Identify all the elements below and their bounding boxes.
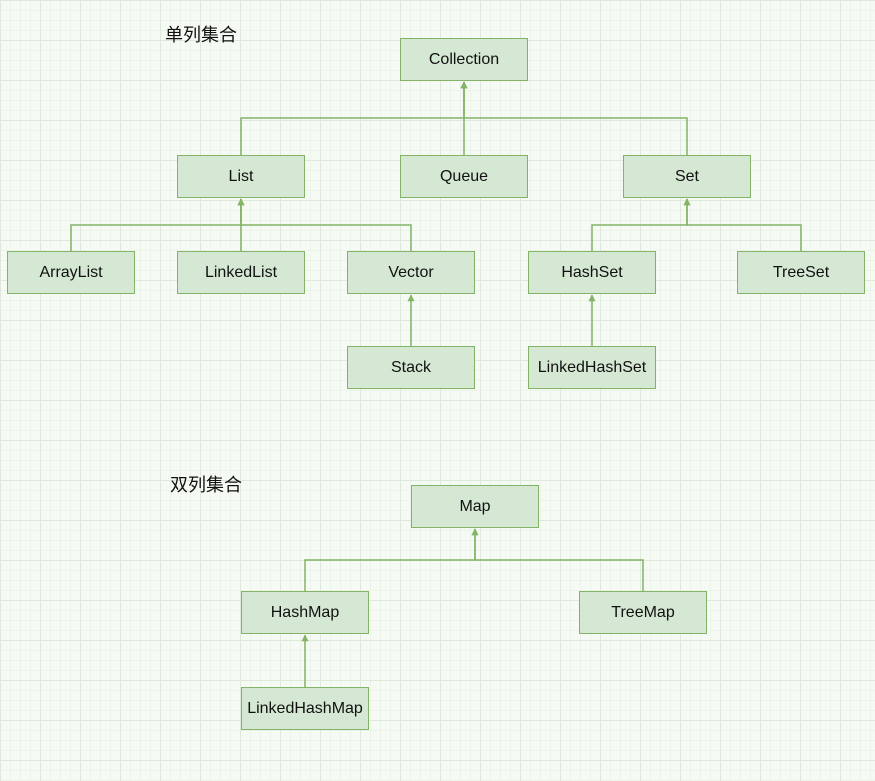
list-node[interactable]: List (177, 155, 305, 198)
treeset-node[interactable]: TreeSet (737, 251, 865, 294)
map-node[interactable]: Map (411, 485, 539, 528)
edge-hashset-to-set (591, 198, 691, 251)
stack-node[interactable]: Stack (347, 346, 475, 389)
single-column-collections-title: 单列集合 (165, 25, 237, 46)
edge-list-to-collection (240, 81, 468, 155)
collection-node[interactable]: Collection (400, 38, 528, 81)
edge-hashmap-to-map (304, 528, 479, 591)
treemap-node[interactable]: TreeMap (579, 591, 707, 634)
linkedlist-node[interactable]: LinkedList (177, 251, 305, 294)
vector-node[interactable]: Vector (347, 251, 475, 294)
edge-vector-to-list (237, 198, 412, 251)
arraylist-node[interactable]: ArrayList (7, 251, 135, 294)
linkedhashmap-node[interactable]: LinkedHashMap (241, 687, 369, 730)
double-column-collections-title: 双列集合 (170, 475, 242, 496)
linkedhashset-node[interactable]: LinkedHashSet (528, 346, 656, 389)
edge-arraylist-to-list (70, 198, 245, 251)
edge-treemap-to-map (471, 528, 644, 591)
hashset-node[interactable]: HashSet (528, 251, 656, 294)
set-node[interactable]: Set (623, 155, 751, 198)
edge-set-to-collection (460, 81, 688, 155)
queue-node[interactable]: Queue (400, 155, 528, 198)
edge-treeset-to-set (683, 198, 802, 251)
hashmap-node[interactable]: HashMap (241, 591, 369, 634)
